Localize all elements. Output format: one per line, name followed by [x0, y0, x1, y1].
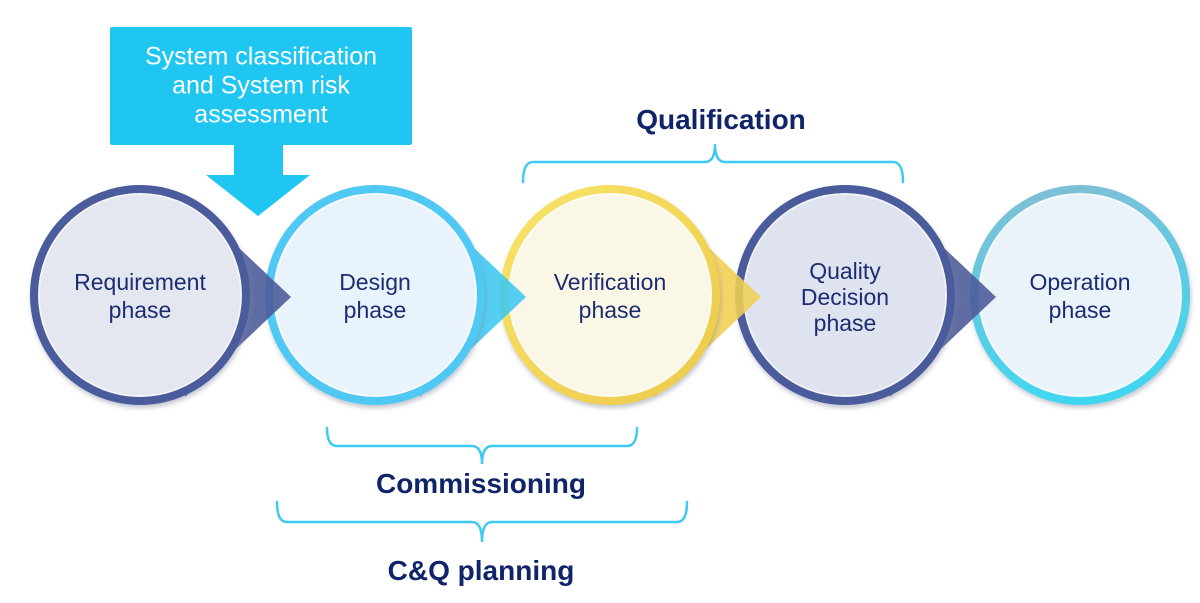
callout-down-arrow-icon: [206, 144, 310, 216]
callout-box: [110, 27, 412, 145]
bracket-commissioning-brace: [325, 426, 639, 465]
phase-circle-requirement: [30, 185, 250, 405]
bracket-qualification-brace: [521, 143, 905, 184]
bracket-cq-planning-brace: [275, 500, 689, 543]
phase-circle-quality-decision: [735, 185, 955, 405]
phase-circle-design: [265, 185, 485, 405]
phase-circle-verification: [500, 185, 720, 405]
phase-circle-operation: [970, 185, 1190, 405]
